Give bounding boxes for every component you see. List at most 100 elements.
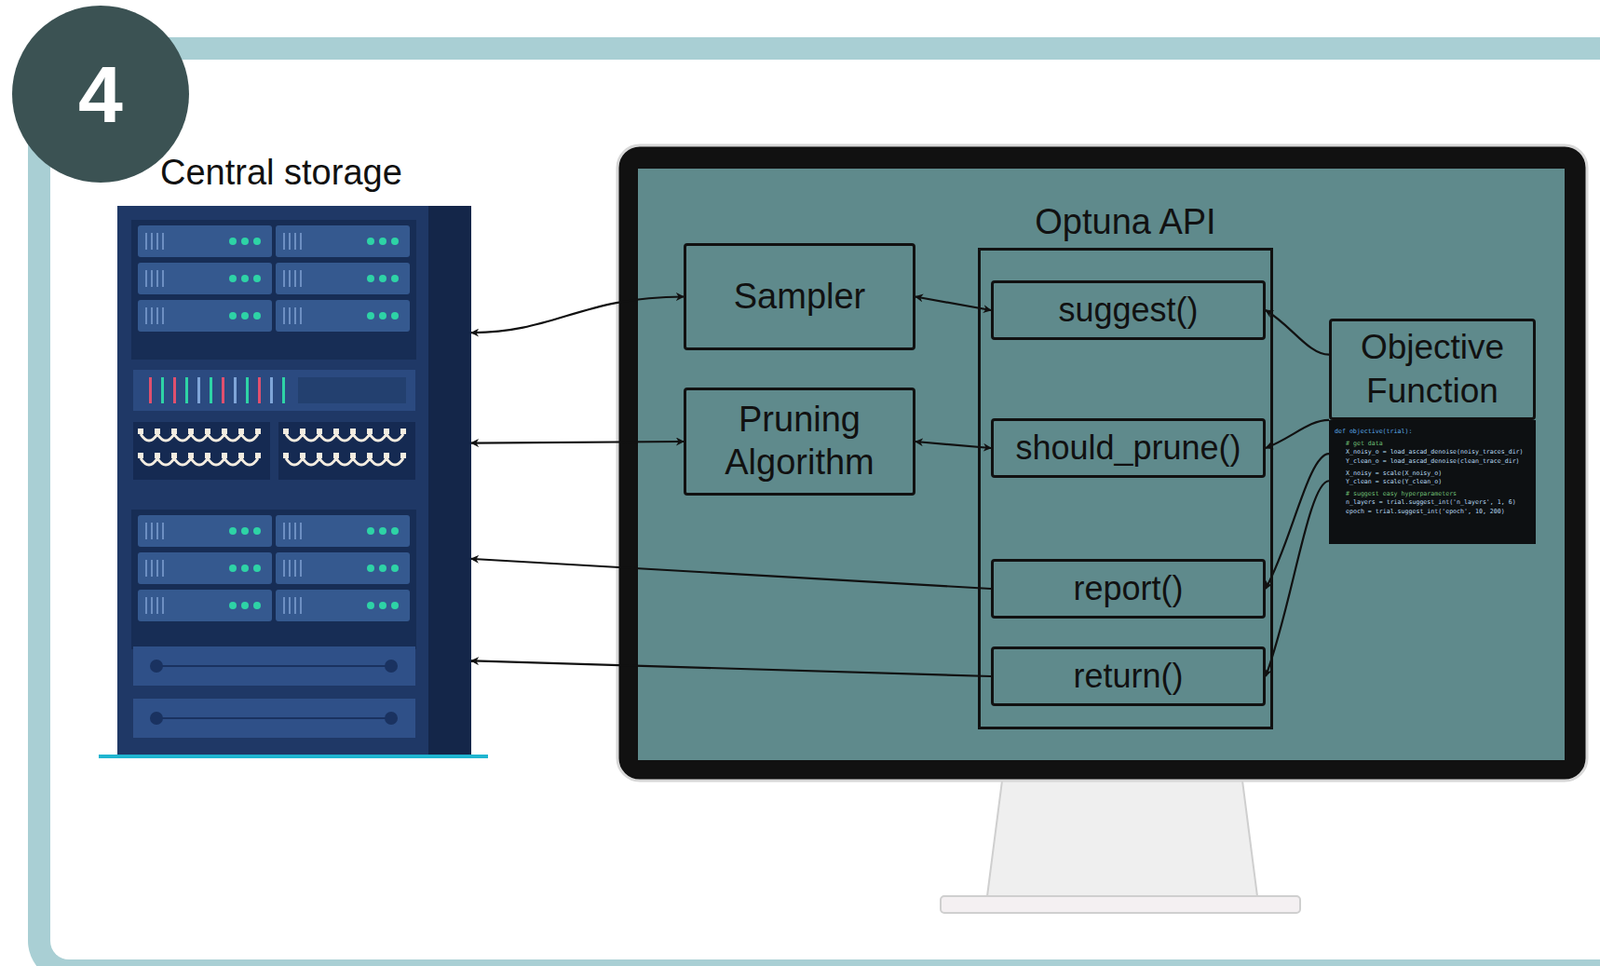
vent — [162, 307, 164, 325]
connector-arrow — [1265, 453, 1329, 589]
patch-port — [221, 452, 228, 459]
vent — [288, 522, 291, 540]
patch-port — [299, 428, 306, 434]
server-unit — [137, 552, 272, 584]
patch-port — [204, 428, 211, 434]
patch-cable — [285, 433, 404, 441]
status-led — [379, 311, 387, 320]
patch-panel — [278, 421, 416, 480]
vent — [294, 307, 297, 325]
connector-arrow — [471, 297, 684, 334]
vent — [145, 559, 148, 577]
vent — [156, 522, 159, 540]
rack-heading: Central storage — [160, 152, 403, 193]
status-led — [366, 527, 375, 535]
vent — [299, 307, 302, 325]
connector-arrow — [1265, 420, 1329, 448]
vent — [283, 559, 285, 577]
box-label: return() — [1072, 655, 1183, 696]
status-led — [229, 311, 237, 320]
patch-port — [350, 452, 356, 459]
patch-port — [366, 428, 373, 434]
patch-port — [333, 452, 339, 459]
vent — [156, 559, 159, 577]
drawer — [133, 698, 416, 738]
port-light — [245, 377, 249, 404]
patch-port — [283, 452, 289, 459]
code-line: Y_clean = scale(Y_clean_o) — [1334, 477, 1531, 487]
monitor-bezel — [617, 145, 1587, 781]
server-unit — [137, 299, 272, 332]
vent — [288, 559, 291, 577]
server-bay — [131, 509, 417, 650]
vent — [156, 232, 159, 250]
server-unit — [137, 589, 272, 622]
api-container: Optuna APIsuggest()should_prune()report(… — [977, 247, 1274, 730]
code-line: def objective(trial): — [1334, 427, 1531, 436]
status-led — [253, 527, 261, 535]
port-light — [209, 377, 213, 404]
pruning-box: Pruning Algorithm — [683, 387, 916, 496]
storage-rack: Central storage — [117, 205, 472, 758]
patch-port — [316, 452, 323, 459]
status-led — [241, 274, 249, 283]
vent — [288, 307, 291, 325]
connector-arrow — [1265, 310, 1329, 355]
vent — [162, 596, 164, 614]
patch-port — [171, 452, 177, 459]
patch-port — [383, 428, 390, 434]
vent — [294, 232, 297, 250]
vent — [145, 522, 148, 540]
port-light — [173, 377, 177, 404]
connector-arrow — [471, 558, 991, 589]
method-box: report() — [990, 558, 1266, 619]
server-unit — [275, 552, 410, 584]
patch-port — [238, 452, 245, 459]
status-led — [366, 274, 375, 283]
drawer-line — [156, 717, 392, 719]
vent — [283, 596, 285, 614]
connector-arrow — [471, 441, 684, 444]
vent — [299, 270, 302, 287]
patch-port — [154, 428, 161, 434]
status-led — [241, 311, 249, 320]
port-light — [270, 377, 273, 404]
monitor-base — [940, 895, 1301, 913]
rack-body — [117, 205, 472, 758]
patch-port — [137, 428, 144, 434]
drawer — [133, 646, 416, 686]
vent — [294, 522, 297, 540]
box-label: Sampler — [733, 275, 867, 319]
patch-port — [204, 452, 211, 459]
switch-panel — [133, 369, 416, 411]
server-unit — [275, 262, 410, 295]
patch-port — [238, 428, 245, 434]
patch-port — [188, 428, 194, 434]
vent — [299, 559, 302, 577]
patch-port — [299, 452, 306, 459]
code-line: # get data — [1334, 439, 1531, 448]
server-unit — [275, 225, 410, 258]
container-heading: Optuna API — [980, 202, 1271, 243]
code-line: n_layers = trial.suggest_int('n_layers',… — [1334, 498, 1531, 507]
vent — [150, 559, 153, 577]
status-led — [241, 527, 249, 535]
callout-number: 4 — [78, 54, 123, 135]
status-led — [391, 601, 399, 610]
patch-port — [137, 452, 144, 459]
drawer-line — [156, 664, 392, 667]
patch-port — [400, 452, 407, 459]
port-light — [161, 377, 164, 404]
status-led — [253, 601, 261, 610]
vent — [145, 307, 148, 325]
patch-port — [350, 428, 356, 434]
vent — [156, 596, 159, 614]
port-light — [197, 377, 201, 404]
sampler-box: Sampler — [683, 243, 916, 351]
port-light — [282, 377, 285, 404]
server-unit — [275, 515, 410, 547]
server-unit — [137, 262, 272, 295]
status-led — [391, 237, 399, 245]
method-box: should_prune() — [990, 418, 1266, 478]
status-led — [253, 311, 261, 320]
